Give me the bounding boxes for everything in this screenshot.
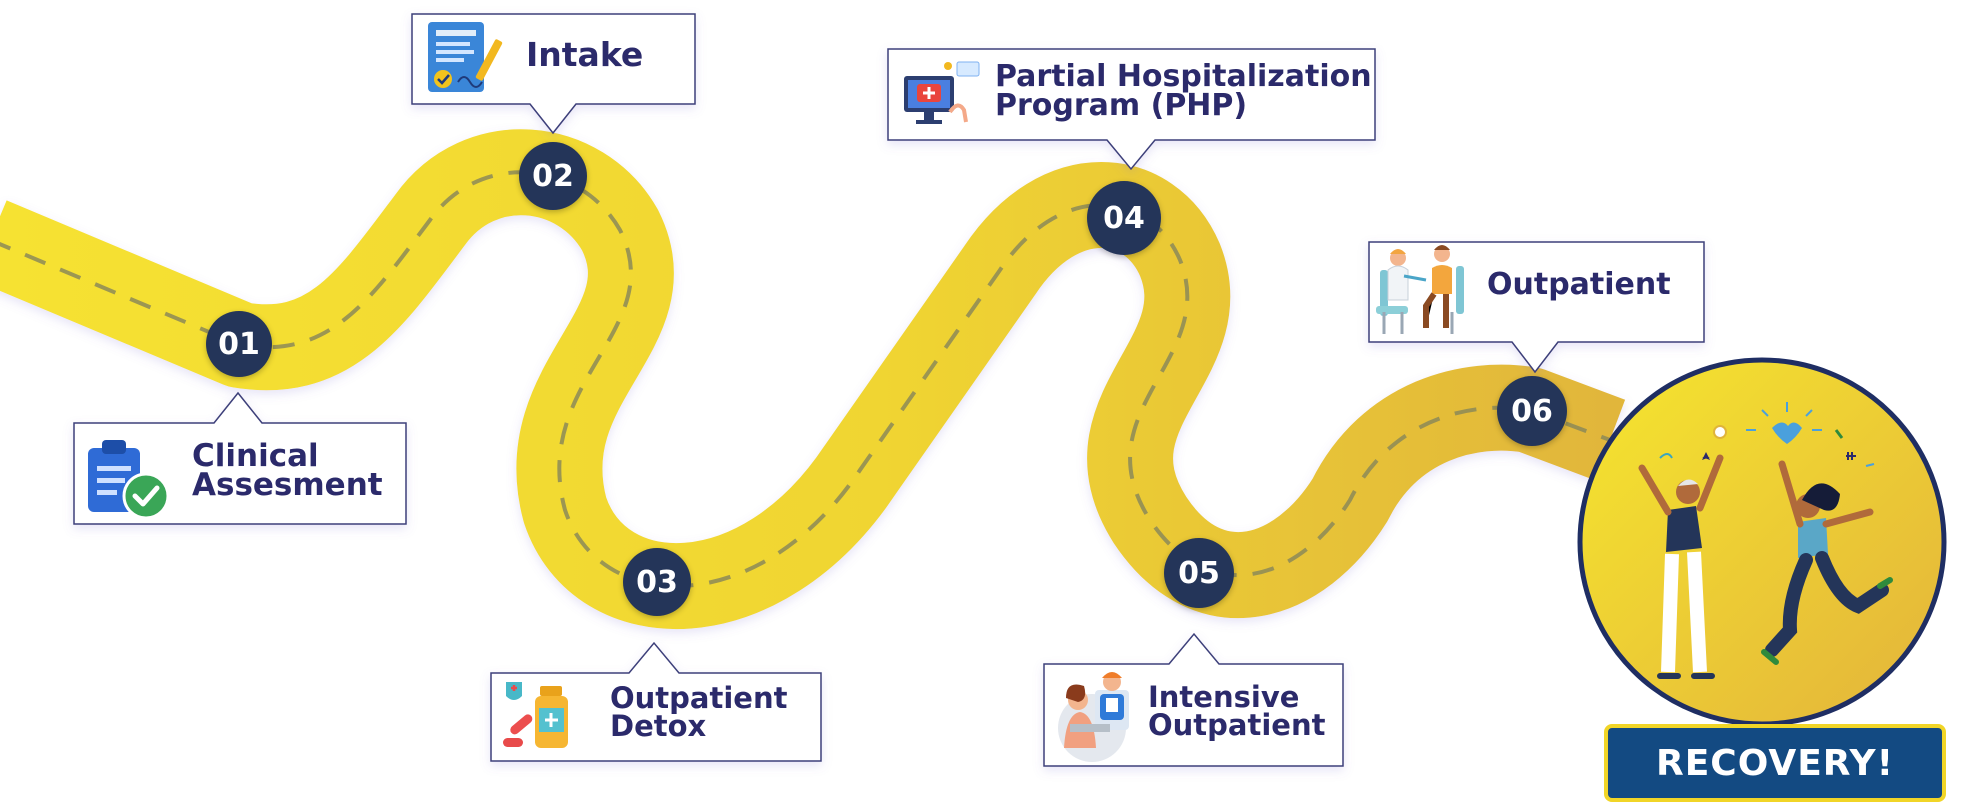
step-01-label-line-1: Clinical: [192, 438, 319, 474]
step-05-label: Intensive Outpatient: [1148, 683, 1325, 740]
step-04-label: Partial Hospitalization Program (PHP): [995, 62, 1372, 121]
step-05-card: [1043, 632, 1344, 767]
step-01-label-line-2: Assesment: [192, 467, 383, 503]
step-badge-06: 06: [1497, 376, 1567, 446]
winding-road: [0, 129, 1626, 630]
step-04-card: [887, 48, 1376, 171]
document-signature-icon: [428, 22, 503, 92]
medical-monitor-icon: [904, 61, 980, 124]
counselor-session-icon: [1058, 672, 1129, 762]
step-badge-03: 03: [623, 548, 691, 616]
recovery-button[interactable]: RECOVERY!: [1604, 724, 1946, 802]
step-02-card: [411, 13, 696, 135]
step-01-card: [73, 391, 407, 525]
step-badge-02: 02: [519, 142, 587, 210]
recovery-circle: [1577, 357, 1947, 727]
step-badge-01: 01: [206, 311, 272, 377]
step-badge-04: 04: [1087, 181, 1161, 255]
step-04-label-line-2: Program (PHP): [995, 88, 1248, 123]
step-03-label-line-1: Outpatient: [610, 681, 788, 715]
step-01-label: Clinical Assesment: [192, 441, 383, 501]
step-04-label-line-1: Partial Hospitalization: [995, 59, 1372, 94]
clipboard-check-icon: [88, 440, 170, 520]
step-06-label: Outpatient: [1487, 270, 1671, 300]
step-06-card: [1368, 241, 1705, 374]
step-05-label-line-2: Outpatient: [1148, 708, 1326, 742]
step-02-label-line-1: Intake: [526, 35, 644, 74]
step-06-label-line-1: Outpatient: [1487, 267, 1671, 302]
medicine-bottle-icon: [503, 682, 568, 748]
step-02-label: Intake: [526, 38, 643, 71]
step-05-label-line-1: Intensive: [1148, 680, 1300, 714]
doctor-patient-icon: [1376, 245, 1464, 334]
step-03-label: Outpatient Detox: [610, 684, 787, 741]
step-03-label-line-2: Detox: [610, 709, 707, 743]
step-03-card: [490, 641, 822, 762]
celebrating-people-icon: [1638, 402, 1893, 679]
step-badge-05: 05: [1164, 538, 1234, 608]
